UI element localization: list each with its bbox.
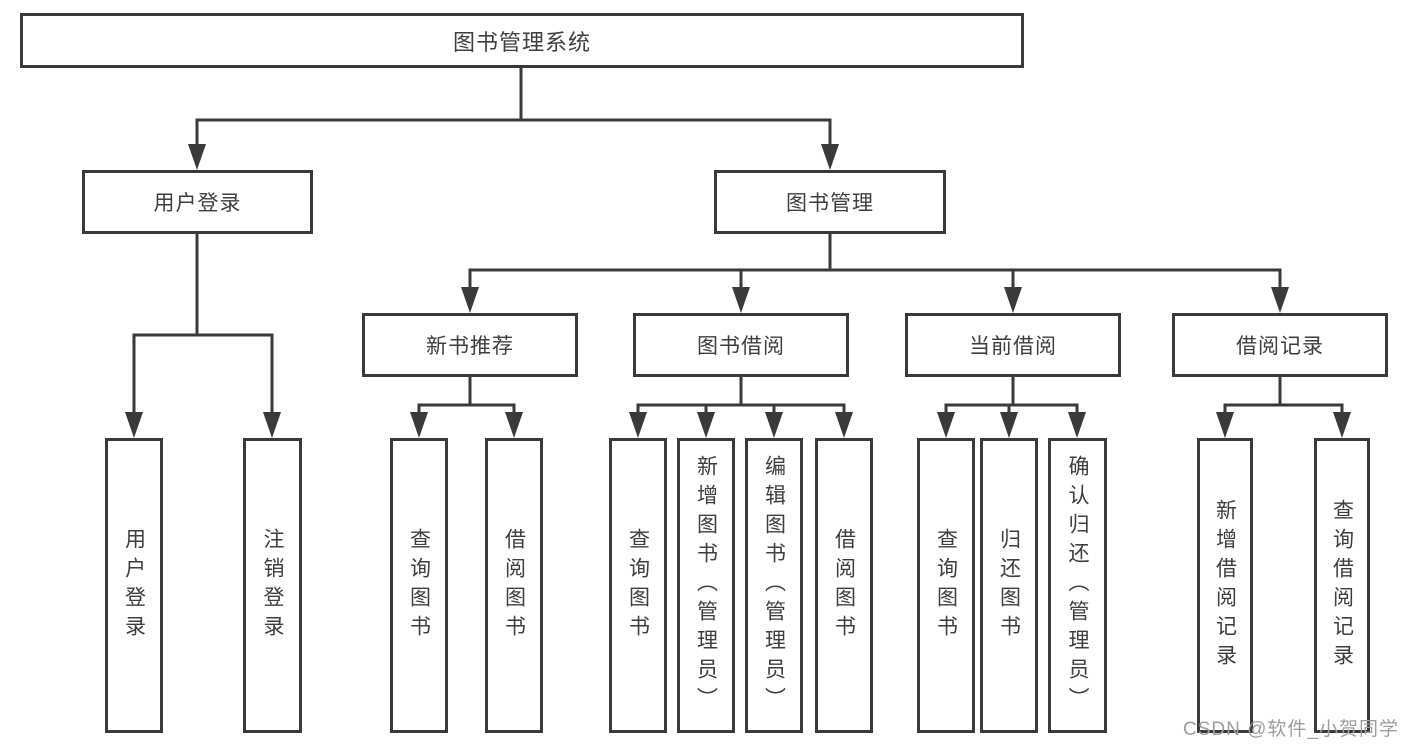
leaf-borrow-books: 借阅图书 xyxy=(815,438,873,733)
leaf-add-book-admin: 新增图书（管理员） xyxy=(677,438,735,733)
node-borrow-records: 借阅记录 xyxy=(1172,313,1388,377)
node-current-borrow: 当前借阅 xyxy=(905,313,1121,377)
leaf-query-borrow-record: 查询借阅记录 xyxy=(1314,438,1370,733)
node-book-borrow: 图书借阅 xyxy=(633,313,849,377)
leaf-edit-book-admin: 编辑图书（管理员） xyxy=(745,438,803,733)
leaf-logout: 注销登录 xyxy=(243,438,302,733)
leaf-confirm-return-admin: 确认归还（管理员） xyxy=(1048,438,1107,733)
node-new-book-recommend: 新书推荐 xyxy=(362,313,578,377)
leaf-return-book: 归还图书 xyxy=(980,438,1038,733)
node-book-management: 图书管理 xyxy=(714,170,946,234)
leaf-query-books-current: 查询图书 xyxy=(917,438,975,733)
leaf-query-books-borrow: 查询图书 xyxy=(609,438,667,733)
leaf-borrow-books-recommend: 借阅图书 xyxy=(485,438,543,733)
leaf-add-borrow-record: 新增借阅记录 xyxy=(1197,438,1253,733)
leaf-user-login: 用户登录 xyxy=(105,438,163,733)
csdn-watermark: CSDN @软件_小贺同学 xyxy=(1183,719,1399,740)
leaf-query-books-recommend: 查询图书 xyxy=(390,438,448,733)
node-root: 图书管理系统 xyxy=(20,13,1024,68)
node-user-login: 用户登录 xyxy=(82,170,313,234)
